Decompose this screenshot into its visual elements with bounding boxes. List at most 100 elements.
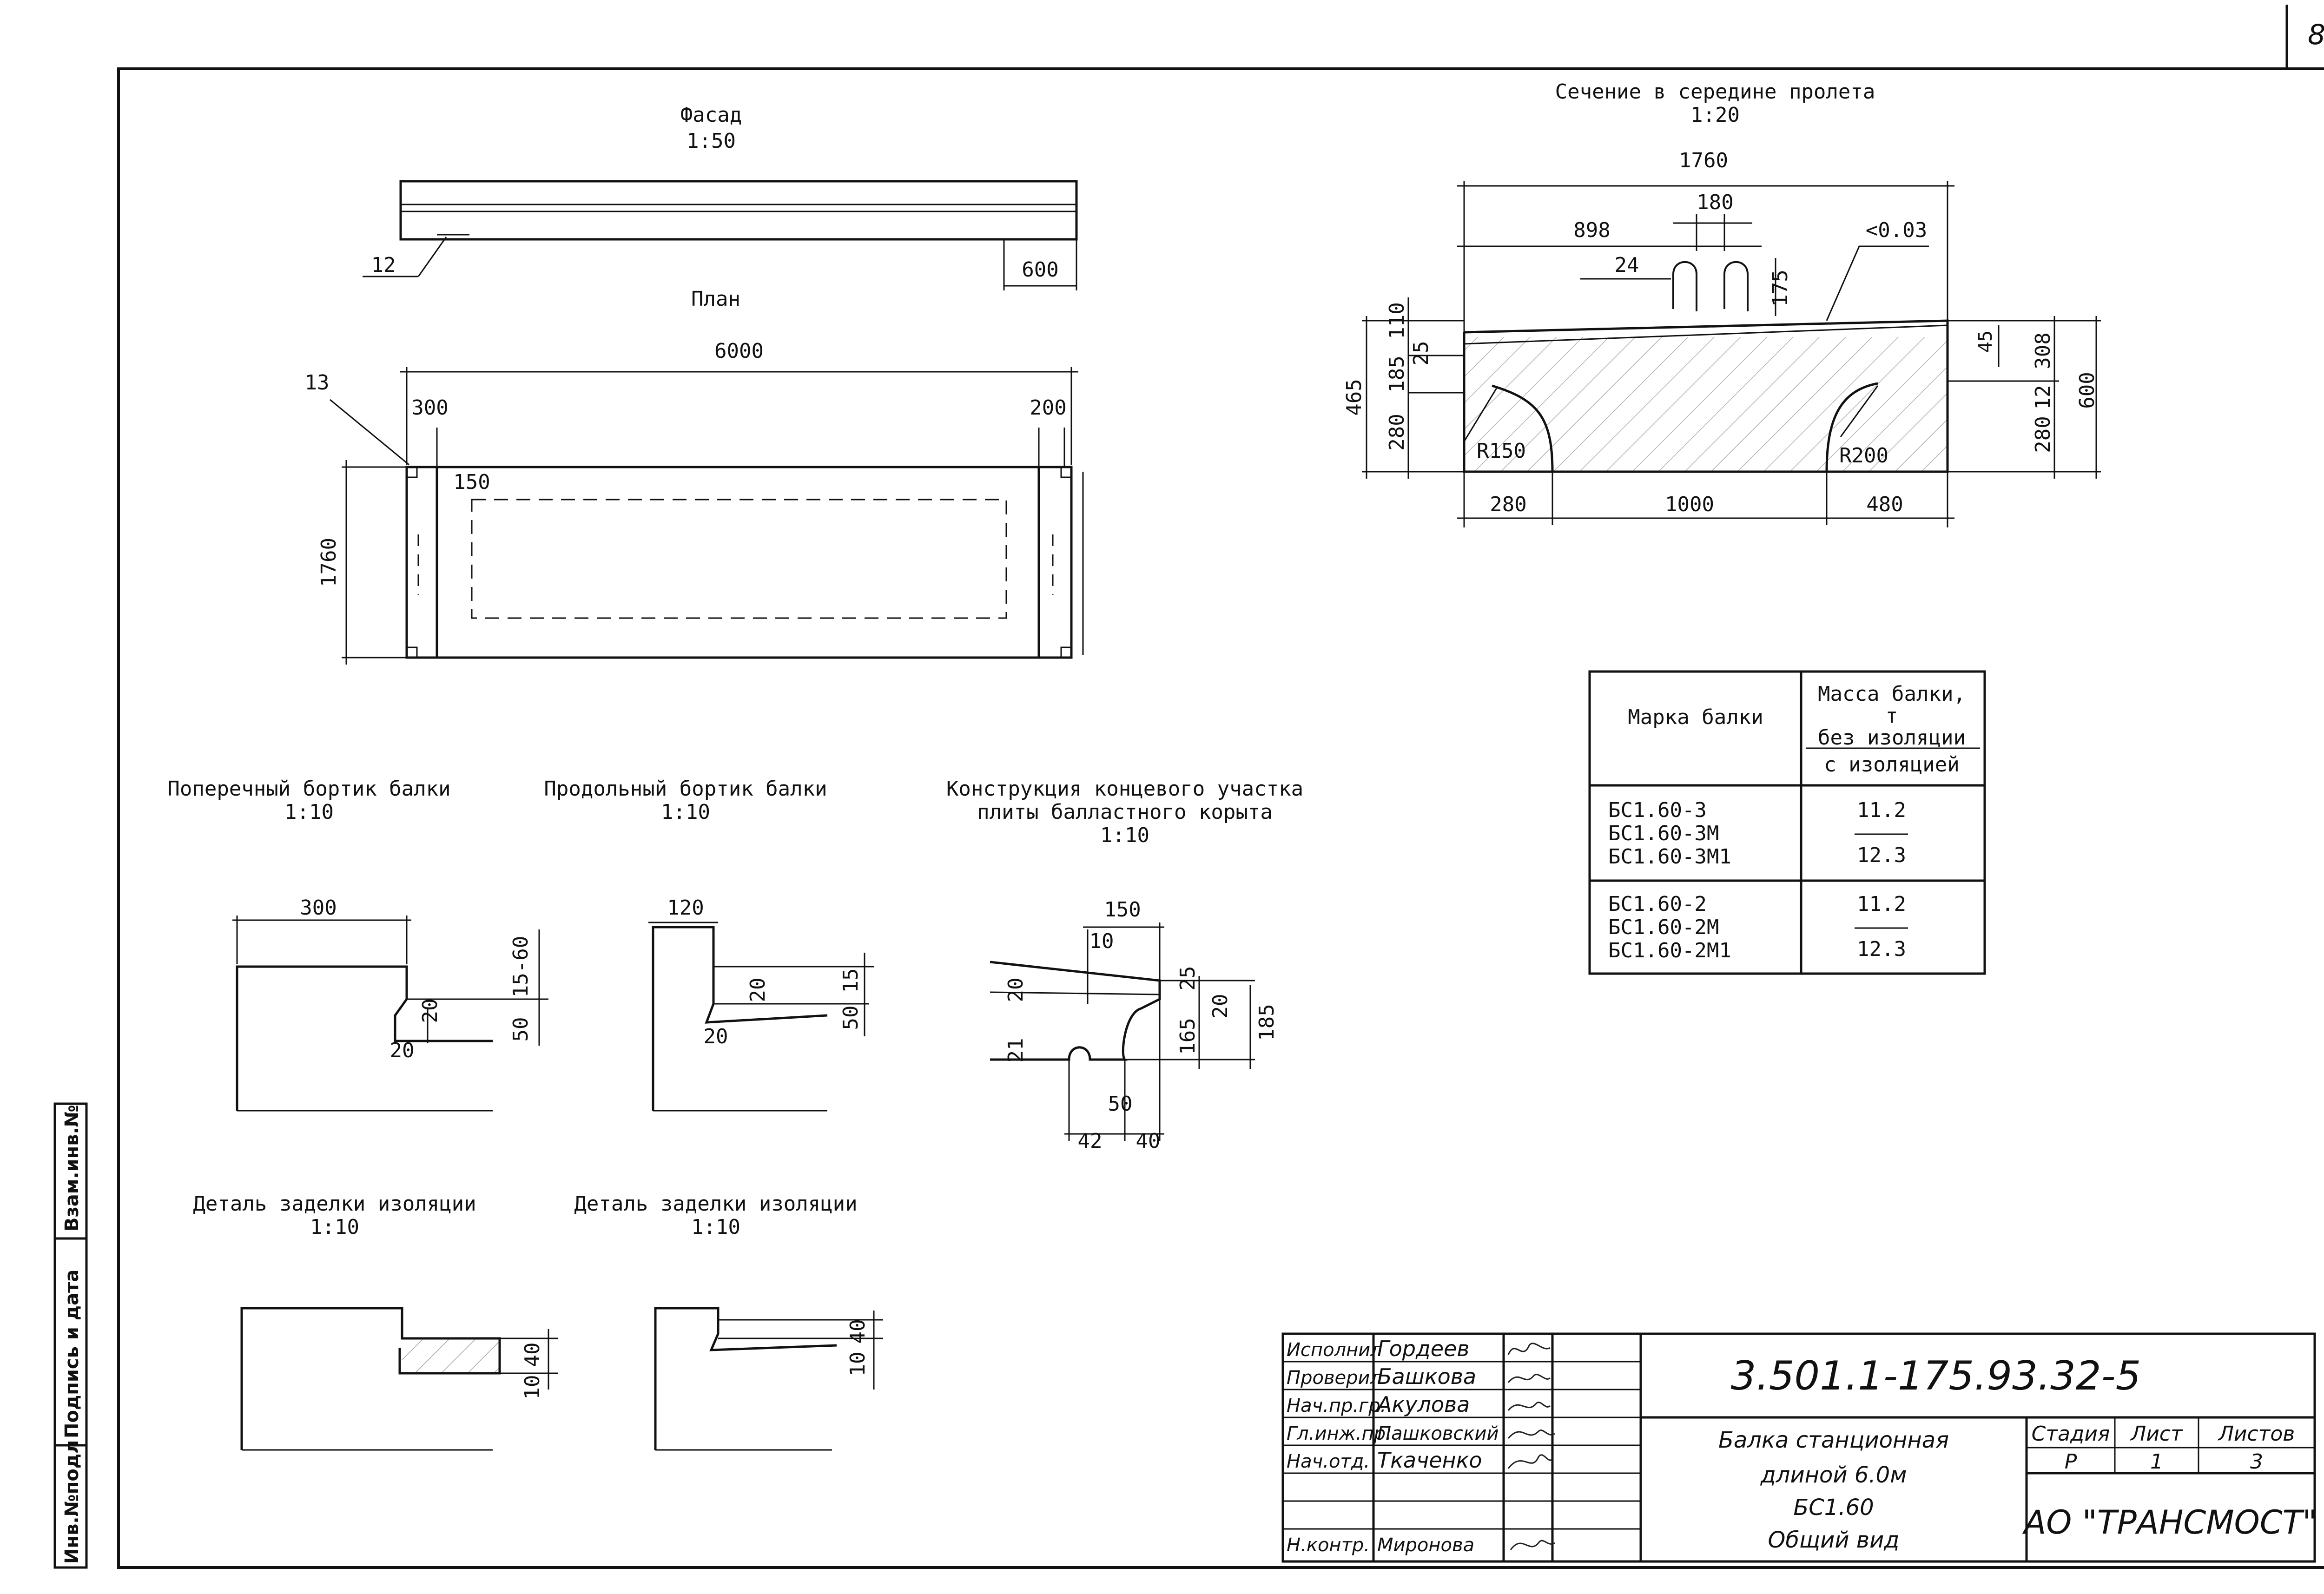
section-r150: R150 <box>1477 439 1526 463</box>
detail-transverse-dim-300: 300 <box>300 896 337 920</box>
sheets-value: 3 <box>2250 1450 2263 1474</box>
detail-end-dim-40: 40 <box>1136 1129 1161 1153</box>
detail-longitudinal-dim-120: 120 <box>667 896 704 920</box>
detail-end <box>990 922 1255 1141</box>
doc-name-line-1: Балка станционная <box>1718 1427 1949 1453</box>
table-header-mark: Марка балки <box>1628 705 1763 729</box>
doc-code: 3.501.1-175.93.32-5 <box>1731 1353 2141 1399</box>
detail-end-dim-185: 185 <box>1255 1004 1279 1041</box>
stamp-swap: Взам.инв.№ <box>61 1105 83 1232</box>
doc-name-line-2: длиной 6.0м <box>1760 1462 1907 1488</box>
detail-longitudinal <box>648 922 874 1112</box>
detail-end-dim-150: 150 <box>1104 898 1141 922</box>
stage-value: Р <box>2065 1450 2077 1474</box>
section-title: Сечение в середине пролета <box>1555 80 1875 104</box>
detail-end-dim-50: 50 <box>1108 1092 1133 1116</box>
section-r200: R200 <box>1839 444 1888 468</box>
title-block-roles: Исполнил Проверил Нач.пр.гр. Гл.инж.пр. … <box>1287 1339 1392 1556</box>
detail-transverse <box>232 916 548 1112</box>
section-dim-b1000: 1000 <box>1665 493 1714 516</box>
doc-name-line-4: Общий вид <box>1768 1527 1900 1553</box>
sheet-value: 1 <box>2150 1450 2163 1474</box>
section-dim-45: 45 <box>1975 330 1996 353</box>
detail-longitudinal-scale: 1:10 <box>661 800 710 824</box>
role-1: Проверил <box>1287 1367 1382 1389</box>
table-mass-2-with: 12.3 <box>1857 937 1906 961</box>
detail-end-scale: 1:10 <box>1100 823 1149 847</box>
detail-transverse-title: Поперечный бортик балки <box>167 777 450 801</box>
detail-end-title-1: Конструкция концевого участка <box>946 777 1303 801</box>
plan-dim-1760: 1760 <box>317 538 341 587</box>
detail-end-dim-165: 165 <box>1176 1018 1200 1054</box>
sheets-label: Листов <box>2218 1422 2295 1446</box>
detail-end-dim-20: 20 <box>1004 978 1028 1002</box>
section-dim-185: 185 <box>1385 356 1409 392</box>
section-dim-1760: 1760 <box>1679 149 1728 172</box>
name-0: Гордеев <box>1377 1336 1470 1361</box>
detail-end-dim-20b: 20 <box>1208 994 1232 1019</box>
detail-transverse-dim-20b: 20 <box>390 1039 415 1062</box>
side-stamp <box>53 1102 88 1569</box>
section-dim-b480: 480 <box>1866 493 1903 516</box>
section-dim-898: 898 <box>1573 218 1610 242</box>
detail-insulation-1-dim-10: 10 <box>521 1375 544 1400</box>
section-dim-24: 24 <box>1615 253 1639 277</box>
signatures <box>1507 1343 1555 1550</box>
title-block-names: Гордеев Башкова Акулова Пашковский Ткаче… <box>1376 1336 1499 1556</box>
section-dim-465: 465 <box>1342 379 1366 415</box>
sheet-label: Лист <box>2130 1422 2183 1446</box>
section-dim-280-left: 280 <box>1385 414 1409 450</box>
role-2: Нач.пр.гр. <box>1287 1395 1386 1416</box>
role-4: Нач.отд. <box>1287 1451 1370 1472</box>
detail-end-dim-25: 25 <box>1176 966 1200 991</box>
plan-dim-300: 300 <box>411 396 448 420</box>
detail-transverse-dim-50: 50 <box>509 1017 533 1042</box>
name-2: Акулова <box>1376 1392 1470 1417</box>
table-mark-2-1: БС1.60-2 <box>1608 892 1707 916</box>
facade-scale: 1:50 <box>687 129 736 153</box>
facade-callout-12: 12 <box>371 253 396 277</box>
detail-end-dim-42: 42 <box>1078 1129 1103 1153</box>
section-dim-110: 110 <box>1385 302 1409 339</box>
mass-table <box>1588 670 1986 975</box>
plan-view <box>330 367 1084 665</box>
detail-insulation-1-dim-40: 40 <box>521 1343 544 1367</box>
detail-end-dim-10: 10 <box>1089 929 1114 953</box>
facade-title: Фасад <box>680 103 742 127</box>
plan-title: План <box>691 287 740 311</box>
section-dim-308: 308 <box>2031 332 2055 369</box>
facade-dim-600: 600 <box>1022 258 1058 282</box>
name-4: Ткаченко <box>1377 1448 1482 1473</box>
detail-insulation-2-dim-40: 40 <box>846 1319 870 1344</box>
section-dim-175: 175 <box>1769 270 1792 306</box>
table-mark-2-3: БС1.60-2М1 <box>1608 939 1731 962</box>
detail-transverse-dim-20: 20 <box>418 999 442 1023</box>
role-0: Исполнил <box>1287 1339 1382 1361</box>
section-scale: 1:20 <box>1690 103 1740 127</box>
detail-insulation-1-scale: 1:10 <box>310 1215 359 1239</box>
table-mass-1-without: 11.2 <box>1857 798 1906 822</box>
role-3: Гл.инж.пр. <box>1287 1423 1392 1444</box>
plan-dim-150: 150 <box>453 470 490 494</box>
detail-insulation-2-title: Деталь заделки изоляции <box>574 1192 857 1216</box>
detail-longitudinal-dim-15: 15 <box>839 968 863 993</box>
table-mark-1-1: БС1.60-3 <box>1608 798 1707 822</box>
plan-dim-6000: 6000 <box>714 339 764 363</box>
detail-insulation-2-scale: 1:10 <box>691 1215 740 1239</box>
section-dim-b280: 280 <box>1490 493 1526 516</box>
table-header-mass-2: т <box>1886 704 1898 728</box>
title-block <box>1281 1332 2316 1563</box>
name-7: Миронова <box>1377 1535 1474 1556</box>
table-header-mass-3: без изоляции <box>1818 726 1966 750</box>
section-dim-25: 25 <box>1409 341 1433 366</box>
detail-longitudinal-title: Продольный бортик балки <box>544 777 827 801</box>
stage-label: Стадия <box>2032 1422 2110 1446</box>
stamp-inv: Инв.№подл <box>61 1440 83 1564</box>
detail-insulation-1-title: Деталь заделки изоляции <box>193 1192 476 1216</box>
name-3: Пашковский <box>1377 1423 1499 1444</box>
table-mark-1-3: БС1.60-3М1 <box>1608 845 1731 869</box>
name-1: Башкова <box>1377 1364 1476 1389</box>
section-view <box>1362 181 2101 527</box>
